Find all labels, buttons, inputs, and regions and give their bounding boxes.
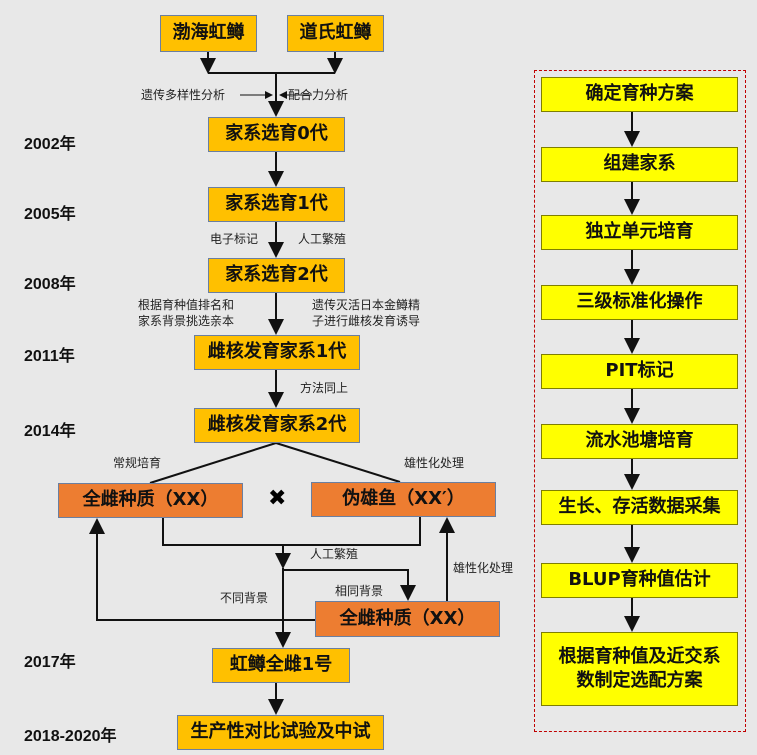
text-line: 家系背景挑选亲本 [138, 314, 235, 328]
step-family-gen2: 家系选育2代 [208, 258, 345, 293]
label-artificial-breeding-2: 人工繁殖 [310, 547, 359, 561]
label-same-method: 方法同上 [300, 381, 349, 395]
step-family-gen1: 家系选育1代 [208, 187, 345, 222]
panel-step-6: 流水池塘培育 [541, 424, 738, 459]
year-2014: 2014年 [24, 423, 76, 440]
label-genetic-diversity: 遗传多样性分析 [141, 88, 226, 102]
step-gynogenetic-gen2: 雌核发育家系2代 [194, 408, 360, 443]
text-line: 遗传灭活日本金鳟精 [312, 298, 421, 312]
panel-step-3: 独立单元培育 [541, 215, 738, 250]
label-same-background: 相同背景 [335, 584, 384, 598]
text-line: 子进行雌核发育诱导 [312, 314, 421, 328]
production-trial-box: 生产性对比试验及中试 [177, 715, 384, 750]
source-bohai-trout: 渤海虹鳟 [160, 15, 257, 52]
label-electronic-tag: 电子标记 [210, 232, 259, 246]
label-combining-ability: 配合力分析 [288, 88, 349, 102]
panel-step-2: 组建家系 [541, 147, 738, 182]
breeding-procedure-panel [534, 70, 746, 732]
panel-step-1: 确定育种方案 [541, 77, 738, 112]
all-female-xx-bottom-box: 全雌种质（XX） [315, 601, 500, 637]
label-different-background: 不同背景 [220, 591, 269, 605]
step-family-gen0: 家系选育0代 [208, 117, 345, 152]
panel-step-4: 三级标准化操作 [541, 285, 738, 320]
label-artificial-breeding: 人工繁殖 [298, 232, 347, 246]
label-conventional-culture: 常规培育 [113, 456, 162, 470]
text-line: 根据育种值排名和 [138, 298, 235, 312]
year-2005: 2005年 [24, 206, 76, 223]
panel-step-7: 生长、存活数据采集 [541, 490, 738, 525]
pseudo-male-box: 伪雄鱼（XX′） [311, 482, 496, 517]
panel-step-9: 根据育种值及近交系数制定选配方案 [541, 632, 738, 706]
step-gynogenetic-gen1: 雌核发育家系1代 [194, 335, 360, 370]
year-2002: 2002年 [24, 136, 76, 153]
year-2011: 2011年 [24, 348, 75, 365]
label-masculinization: 雄性化处理 [404, 456, 465, 470]
label-gynogenesis-induction: 遗传灭活日本金鳟精子进行雌核发育诱导 [312, 297, 420, 329]
label-parent-selection: 根据育种值排名和家系背景挑选亲本 [138, 297, 234, 329]
year-2018-2020: 2018-2020年 [24, 728, 117, 745]
final-variety-box: 虹鳟全雌1号 [212, 648, 350, 683]
source-donaldson-trout: 道氏虹鳟 [287, 15, 384, 52]
all-female-xx-box: 全雌种质（XX） [58, 483, 243, 518]
panel-step-5: PIT标记 [541, 354, 738, 389]
label-masculinization-2: 雄性化处理 [453, 561, 514, 575]
year-2008: 2008年 [24, 276, 76, 293]
cross-icon: ✖ [268, 486, 287, 511]
panel-step-8: BLUP育种值估计 [541, 563, 738, 598]
year-2017: 2017年 [24, 654, 76, 671]
